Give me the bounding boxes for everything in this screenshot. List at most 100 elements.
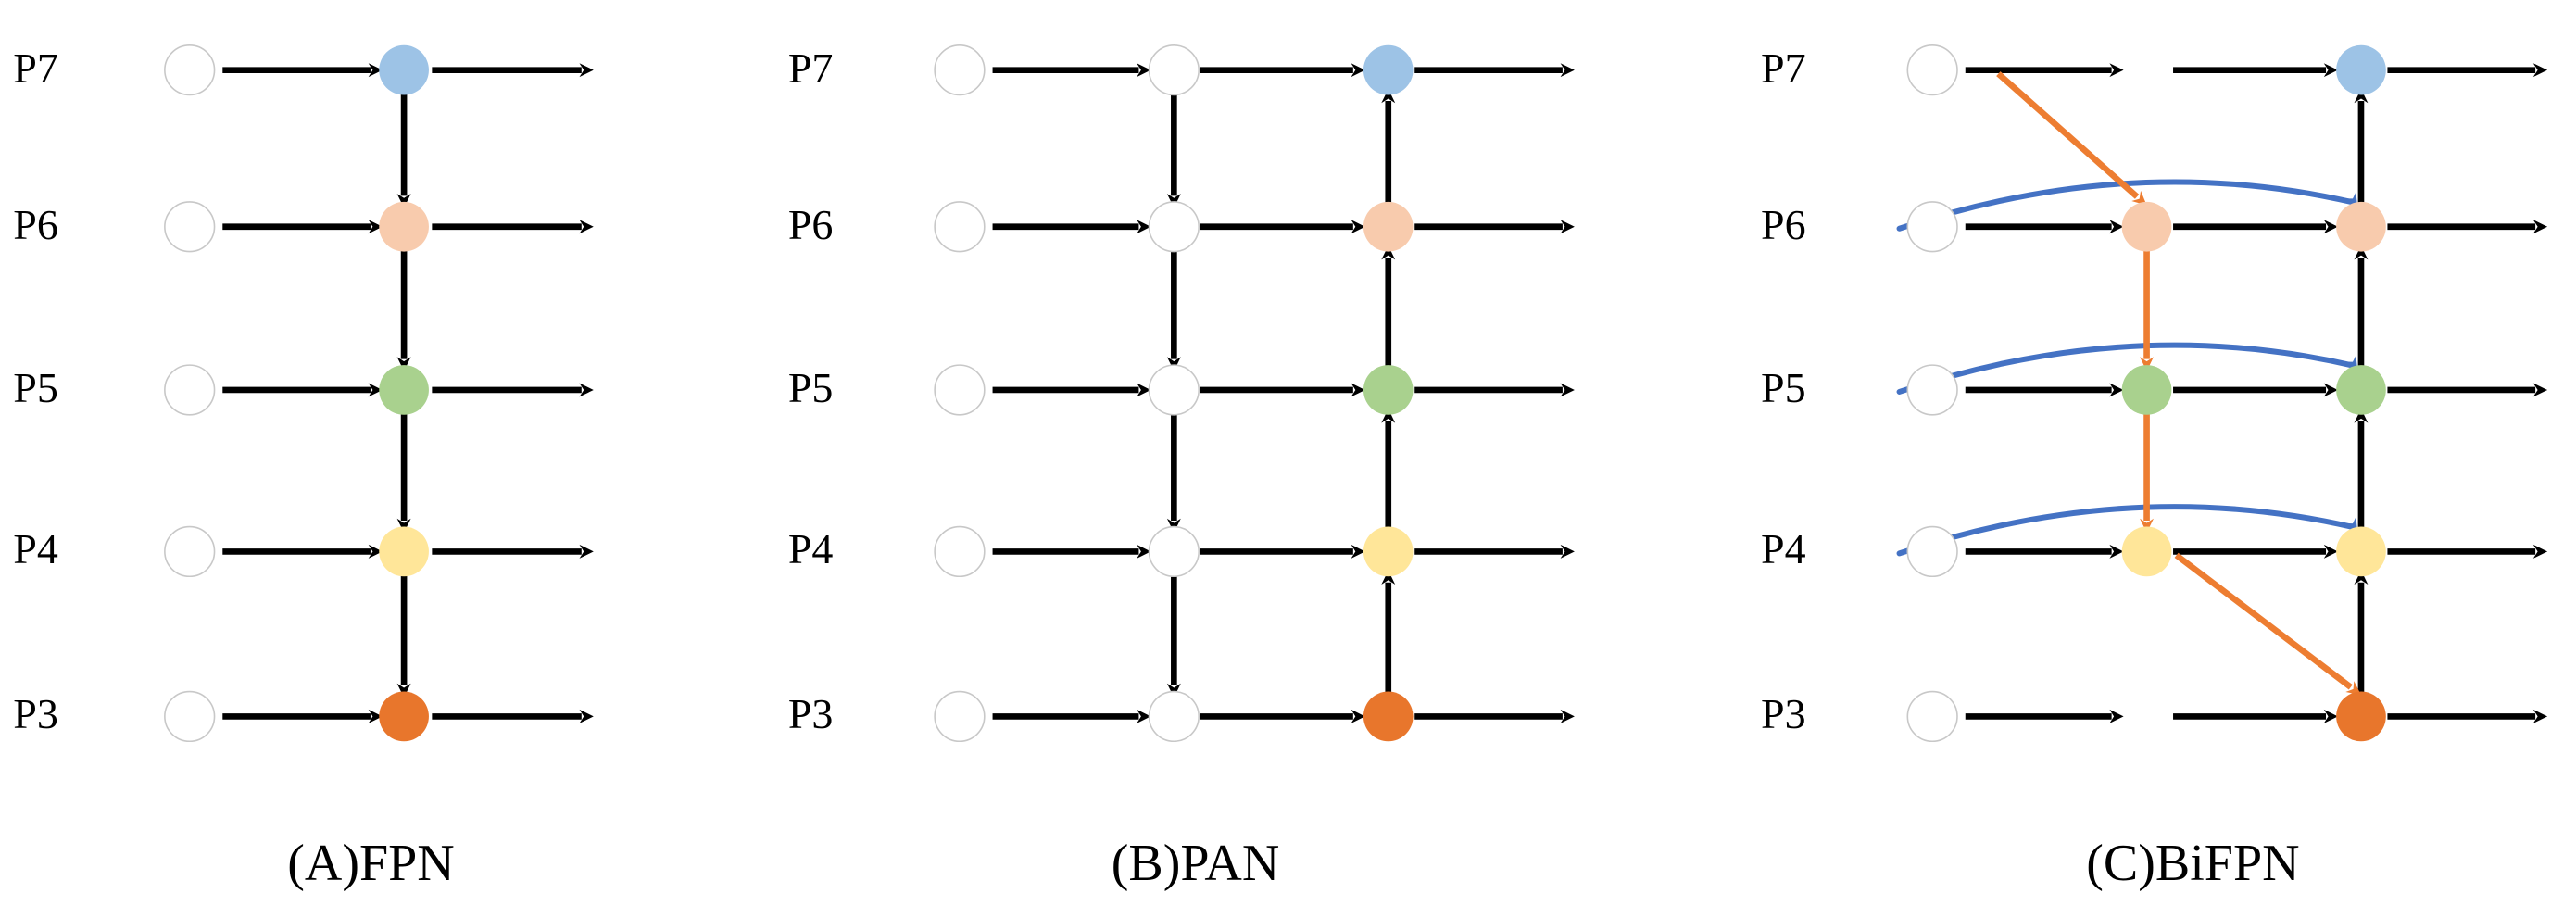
node-b-middle-p6[interactable] [1148, 201, 1200, 253]
arrow-mid-C-P7-head [2323, 63, 2338, 78]
vert-C-P6-P5-head [2140, 357, 2154, 371]
node-a-input-p7[interactable] [164, 44, 216, 96]
node-c-output-p7[interactable] [2336, 44, 2386, 95]
node-a-output-p3[interactable] [379, 691, 429, 742]
vert-B-P4-P3-head [1166, 683, 1181, 698]
arrow-mid-C-P5-head [2323, 383, 2338, 397]
arrow-mid-B-P6-head [1351, 220, 1365, 234]
arrow-out-C-P7-head [2532, 63, 2548, 78]
node-a-output-p6[interactable] [379, 201, 429, 252]
vert-B-P7-P6-head [1166, 194, 1181, 208]
arrow-out-C-P3-head [2532, 709, 2548, 723]
arrow-out-B-P3-head [1560, 709, 1575, 723]
node-b-input-p6[interactable] [934, 201, 986, 253]
node-c-input-p3[interactable] [1906, 690, 1958, 743]
node-b-middle-p4[interactable] [1148, 525, 1200, 578]
node-b-input-p4[interactable] [934, 525, 986, 578]
node-b-output-p7[interactable] [1363, 44, 1414, 95]
arrow-in-B-P5-head [1137, 383, 1151, 397]
node-c-output-p3[interactable] [2336, 691, 2386, 742]
node-b-output-p3[interactable] [1363, 691, 1414, 742]
row-label-c-p6: P6 [1761, 200, 1806, 248]
arrow-out-A-P3-head [579, 709, 594, 723]
arrow-in-B-P3-head [1137, 709, 1151, 723]
node-a-input-p5[interactable] [164, 364, 216, 416]
node-b-middle-p5[interactable] [1148, 364, 1200, 416]
arrow-out-B-P6-head [1560, 220, 1575, 234]
node-c-output-p4[interactable] [2336, 526, 2386, 577]
panel-caption-b: (B)PAN [1111, 835, 1280, 892]
node-c-input-p5[interactable] [1906, 364, 1958, 416]
node-a-input-p6[interactable] [164, 201, 216, 253]
arrow-mid-C-P6-head [2323, 220, 2338, 234]
diag-C-P4-P3-shaft [2174, 552, 2353, 690]
arrow-out-C-P4-head [2532, 544, 2548, 559]
row-label-a-p3: P3 [13, 690, 58, 738]
node-b-input-p3[interactable] [934, 690, 986, 743]
vert-B-P4-P5-head [1381, 409, 1396, 423]
node-b-input-p5[interactable] [934, 364, 986, 416]
node-b-output-p5[interactable] [1363, 365, 1414, 415]
diag-C-P7-P6-head [2131, 190, 2147, 206]
vert-A-P7-P6-head [396, 194, 411, 208]
node-c-middle-p6[interactable] [2121, 201, 2172, 252]
arrow-out-A-P6-head [579, 220, 594, 234]
diag-C-P4-P3-head [2345, 681, 2361, 696]
arrow-out-C-P6-head [2532, 220, 2548, 234]
node-a-input-p3[interactable] [164, 690, 216, 743]
node-c-output-p5[interactable] [2336, 365, 2386, 415]
vert-C-P4-P5-head [2354, 409, 2369, 423]
arrow-in-C-P3-head [2109, 709, 2124, 723]
arrow-in-A-P6-head [368, 220, 383, 234]
node-b-output-p4[interactable] [1363, 526, 1414, 577]
row-label-a-p4: P4 [13, 525, 58, 573]
node-b-input-p7[interactable] [934, 44, 986, 96]
node-c-output-p6[interactable] [2336, 201, 2386, 252]
arrow-mid-B-P7-head [1351, 63, 1365, 78]
arrow-in-C-P4-head [2109, 544, 2124, 559]
arrow-mid-C-P4-head [2323, 544, 2338, 559]
node-c-input-p4[interactable] [1906, 525, 1958, 578]
node-c-middle-p4[interactable] [2121, 526, 2172, 577]
vert-C-P5-P6-head [2354, 245, 2369, 260]
panel-caption-c: (C)BiFPN [2086, 835, 2300, 892]
node-b-middle-p7[interactable] [1148, 44, 1200, 96]
arrow-mid-B-P5-head [1351, 383, 1365, 397]
node-a-output-p7[interactable] [379, 44, 429, 95]
row-label-b-p3: P3 [787, 690, 834, 738]
node-a-input-p4[interactable] [164, 525, 216, 578]
arrow-in-A-P5-head [368, 383, 383, 397]
node-c-input-p7[interactable] [1906, 44, 1958, 96]
row-label-a-p6: P6 [13, 200, 58, 248]
node-c-middle-p5[interactable] [2121, 365, 2172, 415]
arrow-in-C-P7-head [2109, 63, 2124, 78]
node-a-output-p5[interactable] [379, 365, 429, 415]
row-label-a-p5: P5 [13, 363, 58, 411]
arrow-out-A-P5-head [579, 383, 594, 397]
arrow-in-B-P6-head [1137, 220, 1151, 234]
arrow-mid-B-P4-head [1351, 544, 1365, 559]
row-label-b-p4: P4 [787, 525, 834, 573]
skip-C-P5-curve [1896, 342, 2356, 395]
arrow-in-A-P4-head [368, 544, 383, 559]
vert-B-P3-P4-head [1381, 570, 1396, 585]
arrow-mid-B-P3-head [1351, 709, 1365, 723]
skip-C-P6-head [2345, 192, 2357, 207]
arrow-in-B-P7-head [1137, 63, 1151, 78]
arrow-out-B-P7-head [1560, 63, 1575, 78]
vert-B-P5-P4-head [1166, 518, 1181, 533]
vert-C-P5-P4-head [2140, 518, 2154, 533]
vert-B-P6-P5-head [1166, 357, 1181, 371]
vert-A-P5-P4-head [396, 518, 411, 533]
node-c-input-p6[interactable] [1906, 201, 1958, 253]
row-label-b-p7: P7 [787, 44, 834, 92]
node-a-output-p4[interactable] [379, 526, 429, 577]
node-b-output-p6[interactable] [1363, 201, 1414, 252]
arrow-in-C-P5-head [2109, 383, 2124, 397]
diag-C-P7-P6-shaft [1996, 71, 2140, 199]
arrow-out-B-P5-head [1560, 383, 1575, 397]
node-b-middle-p3[interactable] [1148, 690, 1200, 743]
arrow-in-A-P7-head [368, 63, 383, 78]
